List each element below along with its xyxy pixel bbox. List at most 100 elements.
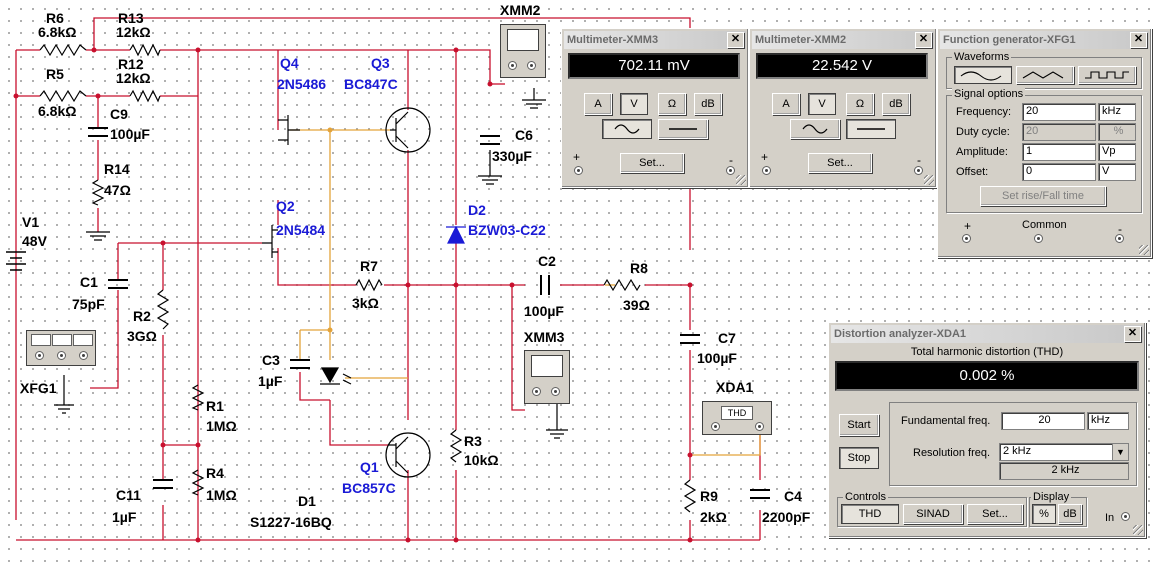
sine-wave-button[interactable] bbox=[954, 66, 1012, 84]
distortion-analyzer-titlebar[interactable]: Distortion analyzer-XDA1 ✕ bbox=[831, 325, 1143, 343]
xmm3-ac-button[interactable] bbox=[602, 119, 652, 139]
resize-grip-icon[interactable] bbox=[736, 175, 746, 185]
xmm3-set-button[interactable]: Set... bbox=[620, 153, 684, 173]
triangle-wave-icon bbox=[1022, 71, 1064, 79]
xmm2-ac-button[interactable] bbox=[790, 119, 840, 139]
resolution-freq-label: Resolution freq. bbox=[913, 447, 991, 459]
xmm2-minus-sign: - bbox=[917, 153, 921, 167]
resolution-freq-select[interactable]: 2 kHz ▼ bbox=[999, 443, 1129, 461]
multimeter-xmm2-titlebar[interactable]: Multimeter-XMM2 ✕ bbox=[752, 31, 934, 49]
xda1-instrument-icon[interactable]: THD bbox=[702, 401, 772, 435]
c6-value: 330µF bbox=[492, 148, 532, 164]
duty-cycle-unit[interactable]: % bbox=[1098, 123, 1136, 141]
resize-grip-icon[interactable] bbox=[924, 175, 934, 185]
q2-value: 2N5484 bbox=[276, 222, 326, 238]
start-button[interactable]: Start bbox=[839, 414, 879, 436]
frequency-input[interactable]: 20 bbox=[1022, 103, 1096, 121]
xmm2-dc-button[interactable] bbox=[846, 119, 896, 139]
controls-group bbox=[837, 497, 1027, 527]
xmm2-db-button[interactable]: dB bbox=[882, 93, 910, 115]
xmm2-label: XMM2 bbox=[500, 2, 541, 18]
r14-label: R14 bbox=[104, 161, 130, 177]
d1-label: D1 bbox=[298, 493, 316, 509]
xmm3-instrument-icon[interactable] bbox=[524, 350, 570, 404]
c3-value: 1µF bbox=[258, 373, 283, 389]
percent-button[interactable]: % bbox=[1032, 504, 1056, 524]
xmm2-amp-button[interactable]: A bbox=[772, 93, 800, 115]
distortion-analyzer-window[interactable]: Distortion analyzer-XDA1 ✕ Total harmoni… bbox=[828, 322, 1146, 538]
multimeter-xmm2-window[interactable]: Multimeter-XMM2 ✕ 22.542 V A V Ω dB Set.… bbox=[749, 28, 937, 188]
close-icon[interactable]: ✕ bbox=[727, 32, 744, 48]
square-wave-button[interactable] bbox=[1078, 66, 1136, 84]
xmm3-db-button[interactable]: dB bbox=[694, 93, 722, 115]
analyzer-set-button[interactable]: Set... bbox=[967, 504, 1023, 524]
xmm3-volt-button[interactable]: V bbox=[620, 93, 648, 115]
r13-label: R13 bbox=[118, 10, 144, 26]
fg-minus-terminal[interactable] bbox=[1115, 234, 1124, 243]
xmm2-set-button[interactable]: Set... bbox=[808, 153, 872, 173]
fundamental-freq-unit[interactable]: kHz bbox=[1087, 412, 1129, 430]
c2-value: 100µF bbox=[524, 303, 564, 319]
resize-grip-icon[interactable] bbox=[1139, 245, 1149, 255]
sinad-button[interactable]: SINAD bbox=[903, 504, 963, 524]
r13-value: 12kΩ bbox=[116, 24, 151, 40]
xmm2-minus-terminal[interactable] bbox=[914, 166, 923, 175]
amplitude-label: Amplitude: bbox=[956, 146, 1008, 158]
xmm3-minus-terminal[interactable] bbox=[726, 166, 735, 175]
fundamental-freq-input[interactable]: 20 bbox=[1001, 412, 1085, 430]
function-generator-window[interactable]: Function generator-XFG1 ✕ Waveforms Sign… bbox=[937, 28, 1152, 258]
close-icon[interactable]: ✕ bbox=[1130, 32, 1147, 48]
resize-grip-icon[interactable] bbox=[1133, 525, 1143, 535]
xmm3-dc-button[interactable] bbox=[658, 119, 708, 139]
input-terminal-label: In bbox=[1105, 512, 1115, 524]
chevron-down-icon[interactable]: ▼ bbox=[1112, 444, 1128, 460]
xmm3-ohm-button[interactable]: Ω bbox=[658, 93, 686, 115]
xmm2-plus-terminal[interactable] bbox=[762, 166, 771, 175]
xmm2-instrument-icon[interactable] bbox=[500, 24, 546, 78]
frequency-unit[interactable]: kHz bbox=[1098, 103, 1136, 121]
thd-button[interactable]: THD bbox=[841, 504, 899, 524]
r9-value: 2kΩ bbox=[700, 509, 727, 525]
q4-label: Q4 bbox=[280, 55, 299, 71]
offset-unit[interactable]: V bbox=[1098, 163, 1136, 181]
r2-value: 3GΩ bbox=[127, 328, 157, 344]
fg-plus-terminal[interactable] bbox=[962, 234, 971, 243]
triangle-wave-button[interactable] bbox=[1016, 66, 1074, 84]
set-rise-fall-button[interactable]: Set rise/Fall time bbox=[980, 186, 1106, 206]
fg-common-terminal[interactable] bbox=[1034, 234, 1043, 243]
square-wave-icon bbox=[1085, 71, 1129, 79]
amplitude-unit[interactable]: Vp bbox=[1098, 143, 1136, 161]
q3-value: BC847C bbox=[344, 76, 398, 92]
r3-value: 10kΩ bbox=[464, 452, 499, 468]
amplitude-input[interactable]: 1 bbox=[1022, 143, 1096, 161]
xmm2-volt-button[interactable]: V bbox=[808, 93, 836, 115]
q4-value: 2N5486 bbox=[277, 76, 327, 92]
db-display-button[interactable]: dB bbox=[1058, 504, 1082, 524]
r14-value: 47Ω bbox=[104, 182, 131, 198]
duty-cycle-input[interactable]: 20 bbox=[1022, 123, 1096, 141]
controls-label: Controls bbox=[843, 491, 888, 503]
offset-input[interactable]: 0 bbox=[1022, 163, 1096, 181]
xmm2-ohm-button[interactable]: Ω bbox=[846, 93, 874, 115]
function-generator-titlebar[interactable]: Function generator-XFG1 ✕ bbox=[940, 31, 1149, 49]
display-label: Display bbox=[1031, 491, 1072, 503]
xfg1-instrument-icon[interactable] bbox=[26, 330, 96, 366]
resolution-freq-value: 2 kHz bbox=[1003, 445, 1032, 457]
multimeter-xmm3-titlebar[interactable]: Multimeter-XMM3 ✕ bbox=[564, 31, 746, 49]
multimeter-xmm3-window[interactable]: Multimeter-XMM3 ✕ 702.11 mV A V Ω dB Set… bbox=[561, 28, 749, 188]
resolution-freq-readout: 2 kHz bbox=[999, 462, 1129, 480]
waveforms-group bbox=[946, 57, 1142, 89]
ac-wave-icon bbox=[614, 124, 640, 134]
q1-label: Q1 bbox=[360, 459, 379, 475]
xmm3-amp-button[interactable]: A bbox=[584, 93, 612, 115]
r6-label: R6 bbox=[46, 10, 64, 26]
xmm3-plus-terminal[interactable] bbox=[574, 166, 583, 175]
close-icon[interactable]: ✕ bbox=[1124, 326, 1141, 342]
close-icon[interactable]: ✕ bbox=[915, 32, 932, 48]
input-terminal[interactable] bbox=[1121, 512, 1130, 521]
c2-label: C2 bbox=[538, 253, 556, 269]
r5-value: 6.8kΩ bbox=[38, 103, 77, 119]
v1-label: V1 bbox=[22, 214, 40, 230]
stop-button[interactable]: Stop bbox=[839, 447, 879, 469]
